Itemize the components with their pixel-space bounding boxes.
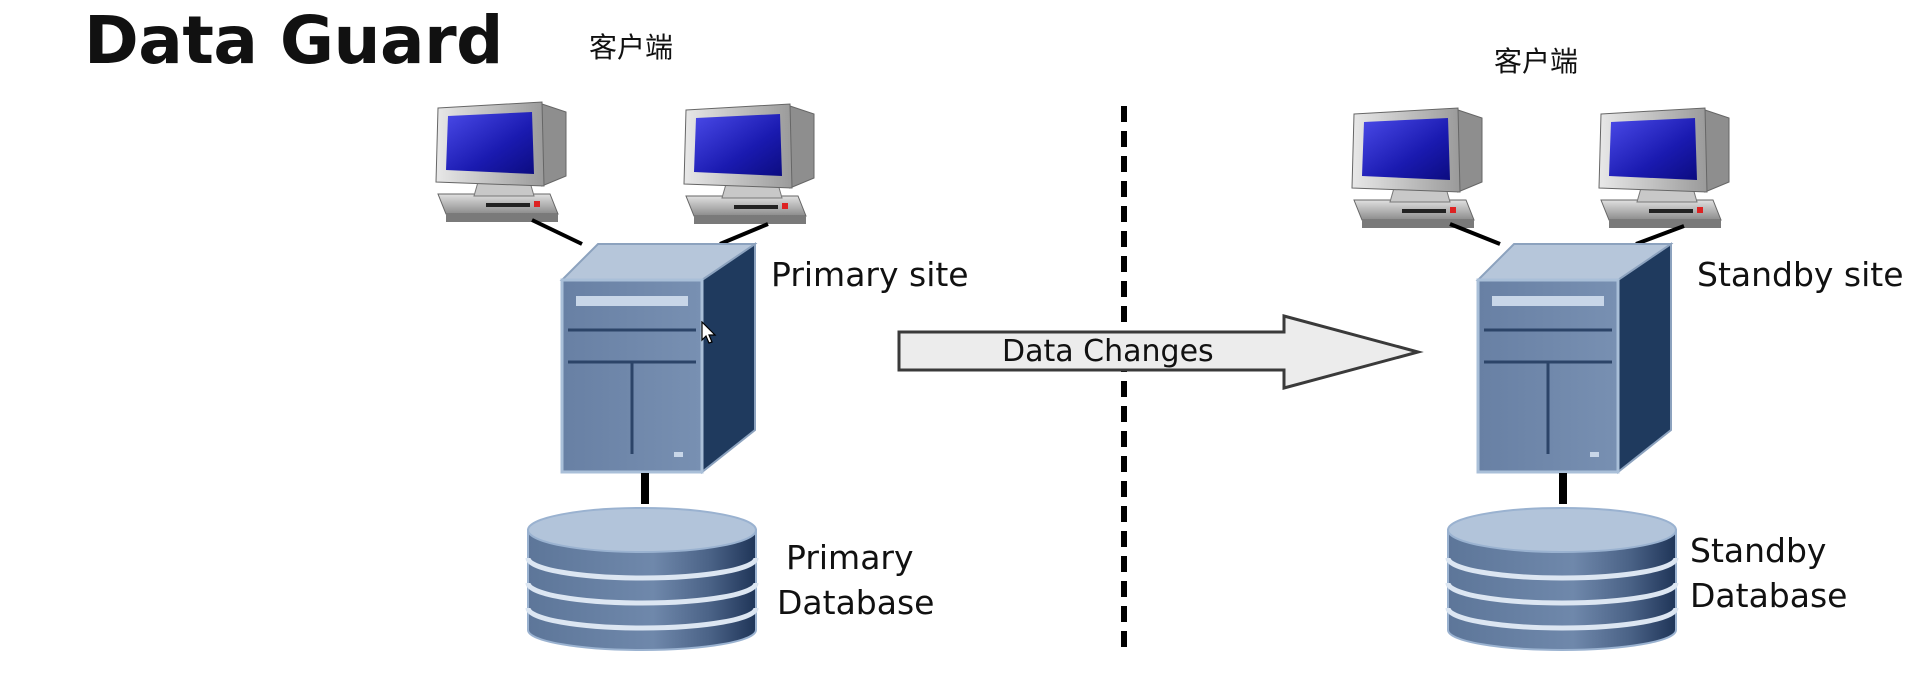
data-changes-arrow-icon (897, 314, 1424, 390)
data-changes-label: Data Changes (1002, 334, 1214, 369)
primary-client-monitor-left-icon (435, 101, 567, 223)
standby-database-label-line2: Database (1690, 576, 1848, 615)
standby-client-connector-left (1449, 222, 1501, 246)
primary-database-label-line1: Primary (786, 538, 914, 577)
primary-site-group (435, 101, 815, 650)
standby-client-monitor-left-icon (1351, 107, 1483, 229)
standby-database-label-line1: Standby (1690, 531, 1827, 570)
primary-database-icon (528, 508, 756, 650)
primary-client-connector-right (719, 222, 769, 246)
standby-client-connector-right (1635, 224, 1685, 246)
standby-site-label: Standby site (1697, 255, 1904, 294)
standby-client-monitor-right-icon (1598, 107, 1730, 229)
primary-client-connector-left (531, 218, 583, 246)
page-title: Data Guard (84, 2, 503, 79)
mouse-cursor-icon (701, 321, 717, 344)
primary-client-monitor-right-icon (683, 103, 815, 225)
standby-server-icon (1476, 242, 1673, 474)
standby-database-icon (1448, 508, 1676, 650)
standby-clients-label: 客户端 (1494, 45, 1579, 78)
primary-database-label-line2: Database (777, 583, 935, 622)
primary-server-icon (560, 242, 757, 474)
primary-site-label: Primary site (771, 255, 969, 294)
primary-clients-label: 客户端 (589, 31, 674, 64)
standby-site-group (1351, 107, 1730, 650)
